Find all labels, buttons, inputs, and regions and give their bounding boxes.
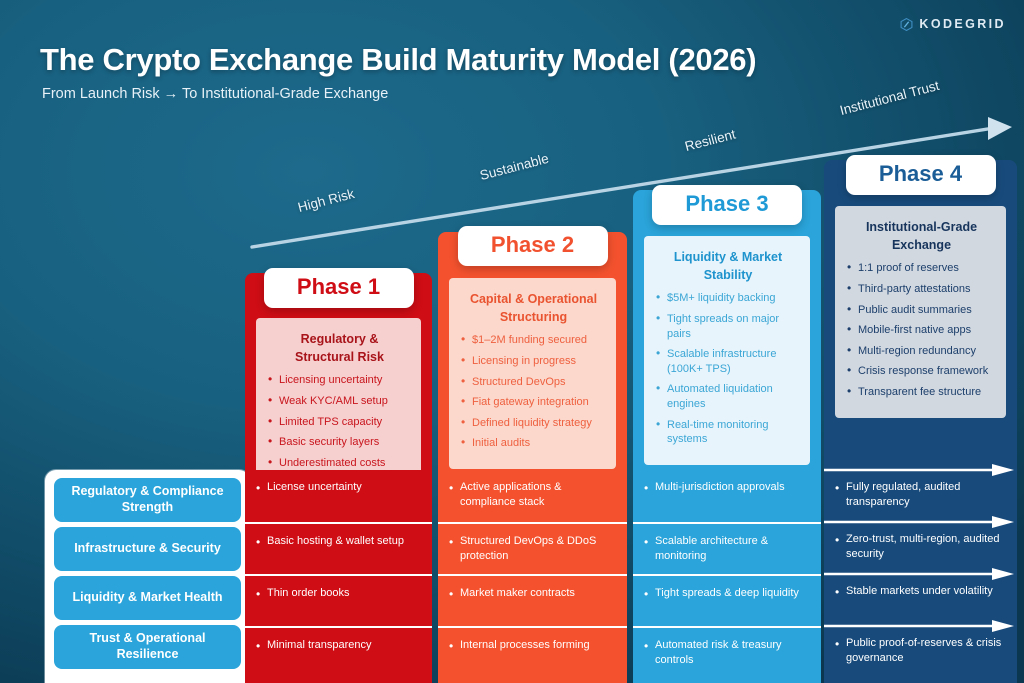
- phase-3-heading-line2: Stability: [703, 268, 753, 283]
- phase-1-list: Licensing uncertainty Weak KYC/AML setup…: [268, 372, 411, 471]
- trajectory-label-sustainable: Sustainable: [478, 150, 551, 183]
- list-item: Defined liquidity strategy: [461, 415, 606, 431]
- table-row: Basic hosting & wallet setup: [245, 522, 432, 574]
- phase-3-list: $5M+ liquidity backing Tight spreads on …: [656, 290, 800, 447]
- matrix-column-phase-4: Fully regulated, audited transparency Ze…: [824, 464, 1017, 683]
- matrix-column-phase-2: Active applications & compliance stack S…: [438, 470, 627, 683]
- trajectory-label-resilient: Resilient: [683, 126, 738, 154]
- matrix-row-label-regulatory[interactable]: Regulatory & Compliance Strength: [54, 478, 241, 522]
- list-item: Public audit summaries: [847, 302, 996, 318]
- matrix-row-label-infrastructure[interactable]: Infrastructure & Security: [54, 527, 241, 571]
- phase-2-badge[interactable]: Phase 2: [457, 226, 608, 266]
- phase-4-heading: Institutional-Grade Exchange: [847, 218, 996, 254]
- list-item: Third-party attestations: [847, 281, 996, 297]
- table-row: Zero-trust, multi-region, audited securi…: [824, 522, 1017, 574]
- table-row: Fully regulated, audited transparency: [824, 470, 1017, 522]
- list-item: Structured DevOps: [461, 374, 606, 390]
- hexagon-slash-icon: [900, 17, 913, 31]
- list-item: Licensing in progress: [461, 353, 606, 369]
- brand-name: KODEGRID: [919, 17, 1006, 31]
- phase-4-heading-line2: Exchange: [891, 238, 952, 253]
- matrix-column-phase-1: License uncertainty Basic hosting & wall…: [245, 470, 432, 683]
- list-item: Scalable infrastructure (100K+ TPS): [656, 346, 800, 376]
- table-row: Automated risk & treasury controls: [633, 626, 821, 678]
- phase-3-heading-line1: Liquidity & Market: [673, 250, 783, 264]
- list-item: 1:1 proof of reserves: [847, 260, 996, 276]
- list-item: $1–2M funding secured: [461, 332, 606, 348]
- trajectory-label-high-risk: High Risk: [296, 186, 356, 215]
- table-row: Multi-jurisdiction approvals: [633, 470, 821, 522]
- phase-3-badge[interactable]: Phase 3: [652, 185, 802, 225]
- list-item: Weak KYC/AML setup: [268, 393, 411, 409]
- matrix-column-phase-3: Multi-jurisdiction approvals Scalable ar…: [633, 470, 821, 683]
- list-item: Automated liquidation engines: [656, 381, 800, 411]
- page-subtitle: From Launch Risk → To Institutional-Grad…: [42, 86, 389, 102]
- phase-4-heading-line1: Institutional-Grade: [865, 220, 978, 234]
- brand-logo: KODEGRID: [900, 17, 1006, 31]
- table-row: Structured DevOps & DDoS protection: [438, 522, 627, 574]
- table-row: Stable markets under volatility: [824, 574, 1017, 626]
- table-row: Public proof-of-reserves & crisis govern…: [824, 626, 1017, 678]
- list-item: Crisis response framework: [847, 363, 996, 379]
- list-item: Real-time monitoring systems: [656, 417, 800, 447]
- phase-4-badge[interactable]: Phase 4: [845, 155, 996, 195]
- list-item: Transparent fee structure: [847, 384, 996, 400]
- table-row: Thin order books: [245, 574, 432, 626]
- phase-1-panel: Regulatory & Structural Risk Licensing u…: [256, 318, 421, 489]
- list-item: Mobile-first native apps: [847, 322, 996, 338]
- page-title: The Crypto Exchange Build Maturity Model…: [40, 42, 757, 77]
- list-item: Underestimated costs: [268, 455, 411, 471]
- phase-3-panel: Liquidity & Market Stability $5M+ liquid…: [644, 236, 810, 465]
- list-item: Licensing uncertainty: [268, 372, 411, 388]
- list-item: Basic security layers: [268, 434, 411, 450]
- list-item: Limited TPS capacity: [268, 414, 411, 430]
- maturity-matrix: Regulatory & Compliance Strength Infrast…: [0, 464, 1024, 683]
- trajectory-label-institutional-trust: Institutional Trust: [838, 77, 941, 118]
- phase-3-heading: Liquidity & Market Stability: [656, 248, 800, 284]
- matrix-row-label-liquidity[interactable]: Liquidity & Market Health: [54, 576, 241, 620]
- table-row: License uncertainty: [245, 470, 432, 522]
- table-row: Market maker contracts: [438, 574, 627, 626]
- list-item: Tight spreads on major pairs: [656, 311, 800, 341]
- table-row: Minimal transparency: [245, 626, 432, 678]
- phase-1-heading: Regulatory & Structural Risk: [268, 330, 411, 366]
- phase-4-list: 1:1 proof of reserves Third-party attest…: [847, 260, 996, 400]
- list-item: Multi-region redundancy: [847, 343, 996, 359]
- phase-1-heading-line1: Regulatory &: [300, 332, 379, 346]
- phase-4-panel: Institutional-Grade Exchange 1:1 proof o…: [835, 206, 1006, 418]
- matrix-row-label-trust[interactable]: Trust & Operational Resilience: [54, 625, 241, 669]
- table-row: Active applications & compliance stack: [438, 470, 627, 522]
- phase-1-heading-line2: Structural Risk: [295, 350, 384, 365]
- table-row: Tight spreads & deep liquidity: [633, 574, 821, 626]
- phase-2-panel: Capital & Operational Structuring $1–2M …: [449, 278, 616, 469]
- phase-2-list: $1–2M funding secured Licensing in progr…: [461, 332, 606, 451]
- phase-1-badge[interactable]: Phase 1: [263, 268, 414, 308]
- phase-2-heading-line1: Capital & Operational: [469, 292, 598, 306]
- phase-2-heading: Capital & Operational Structuring: [461, 290, 606, 326]
- phase-2-heading-line2: Structuring: [499, 310, 568, 325]
- matrix-row-label-panel: Regulatory & Compliance Strength Infrast…: [45, 470, 250, 683]
- table-row: Scalable architecture & monitoring: [633, 522, 821, 574]
- table-row: Internal processes forming: [438, 626, 627, 678]
- list-item: $5M+ liquidity backing: [656, 290, 800, 306]
- list-item: Initial audits: [461, 435, 606, 451]
- list-item: Fiat gateway integration: [461, 394, 606, 410]
